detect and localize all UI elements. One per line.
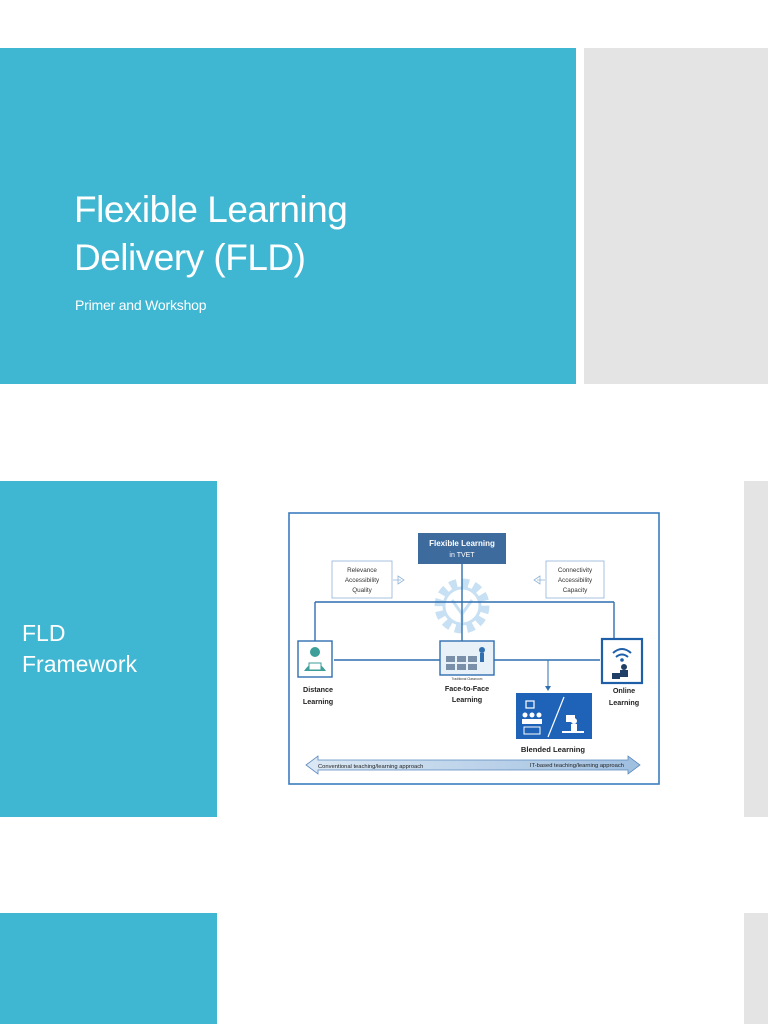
right-criteria-arrow (533, 575, 545, 585)
right-criteria-3: Capacity (563, 587, 588, 594)
next-slide-side-panel (744, 913, 768, 1024)
classroom-caption: Traditional Classroom (452, 677, 483, 681)
online-label-1: Online (613, 686, 635, 695)
next-slide-panel (0, 913, 217, 1024)
presentation-subtitle: Primer and Workshop (75, 297, 207, 313)
flexible-learning-box (418, 533, 506, 564)
left-criteria-1: Relevance (347, 567, 377, 574)
title-line-2: Delivery (FLD) (74, 237, 306, 278)
framework-slide-panel (0, 481, 217, 817)
right-criteria-2: Accessibility (558, 577, 593, 584)
arrow-left-label: Conventional teaching/learning approach (318, 764, 423, 770)
left-criteria-box (331, 560, 393, 599)
left-criteria-2: Accessibility (345, 577, 380, 584)
left-criteria-arrow (393, 575, 405, 585)
right-criteria-1: Connectivity (558, 567, 593, 574)
online-learning-icon (600, 637, 644, 685)
presentation-title: Flexible Learning Delivery (FLD) (74, 186, 494, 282)
framework-title-line-1: FLD (22, 620, 66, 646)
distance-learning-icon (297, 640, 333, 678)
online-label-2: Learning (609, 698, 639, 707)
distance-label-1: Distance (303, 685, 333, 694)
framework-title-line-2: Framework (22, 651, 138, 677)
f2f-label-2: Learning (452, 695, 482, 704)
teaching-approach-arrow (305, 755, 641, 775)
title-slide-side-panel (584, 48, 768, 384)
top-box-line-1: Flexible Learning (429, 539, 495, 548)
fld-framework-diagram: Flexible Learning in TVET Relevance Acce… (288, 512, 660, 785)
top-box-line-2: in TVET (449, 552, 475, 559)
blended-learning-icon (516, 693, 592, 739)
f2f-label-1: Face-to-Face (445, 684, 489, 693)
blended-label: Blended Learning (521, 745, 585, 754)
framework-slide-title: FLD Framework (22, 618, 137, 680)
title-line-1: Flexible Learning (74, 189, 348, 230)
distance-label-2: Learning (303, 697, 333, 706)
title-slide-panel (0, 48, 576, 384)
framework-slide-side-panel (744, 481, 768, 817)
right-criteria-box (545, 560, 605, 599)
classroom-icon (439, 640, 495, 676)
arrow-right-label: IT-based teaching/learning approach (530, 763, 624, 769)
left-criteria-3: Quality (352, 587, 372, 594)
